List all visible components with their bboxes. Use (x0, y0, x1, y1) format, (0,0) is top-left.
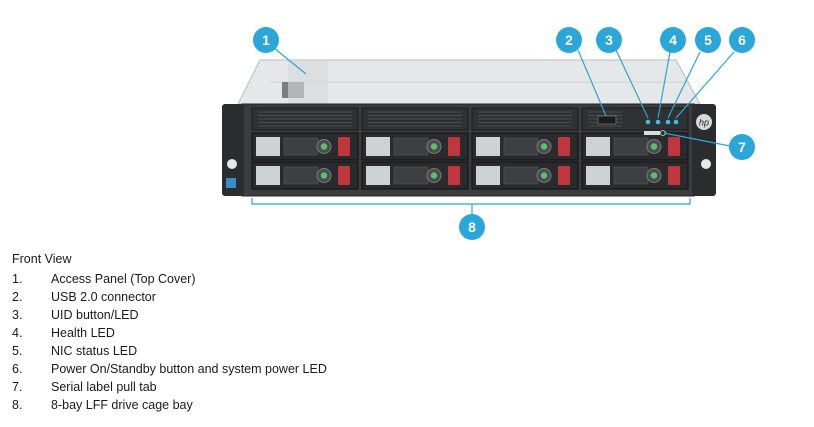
svg-text:4: 4 (669, 32, 677, 48)
drive-status-led (540, 143, 548, 150)
left-rack-ear (222, 104, 244, 196)
leader-line-4 (657, 51, 671, 119)
drive-bay-bracket (251, 198, 691, 205)
drive-latch (668, 137, 680, 156)
svg-text:1: 1 (262, 32, 270, 48)
legend-number: 1. (12, 272, 23, 286)
drive-latch (338, 137, 350, 156)
callout-4: 4 (660, 27, 686, 53)
svg-text:7: 7 (738, 139, 746, 155)
drive-status-led (430, 143, 438, 150)
leader-line-1 (273, 47, 307, 75)
drive-handle (393, 137, 429, 156)
legend-item: 8. 8-bay LFF drive cage bay (12, 396, 327, 414)
hp-logo (696, 114, 712, 130)
legend-text: Health LED (51, 326, 115, 340)
drive-latch (338, 166, 350, 185)
legend-text: 8-bay LFF drive cage bay (51, 398, 193, 412)
hp-logo-text: hp (699, 118, 709, 128)
drive-handle (613, 137, 649, 156)
figure-caption: Front View (12, 252, 72, 266)
legend-item: 6. Power On/Standby button and system pow… (12, 360, 327, 378)
leader-line-2 (577, 49, 607, 117)
legend-text: USB 2.0 connector (51, 290, 156, 304)
drive-label (586, 166, 610, 185)
drive-label (476, 166, 500, 185)
legend-number: 5. (12, 344, 23, 358)
uid-led (645, 119, 651, 125)
legend-text: UID button/LED (51, 308, 139, 322)
serial-label-tab (644, 131, 660, 135)
svg-text:3: 3 (605, 32, 613, 48)
callout-1: 1 (253, 27, 279, 53)
legend-number: 7. (12, 380, 23, 394)
legend-item: 5. NIC status LED (12, 342, 327, 360)
legend-item: 2. USB 2.0 connector (12, 288, 327, 306)
callout-2: 2 (556, 27, 582, 53)
legend-number: 8. (12, 398, 23, 412)
legend-text: NIC status LED (51, 344, 138, 358)
leader-line-5 (667, 51, 701, 119)
drive-label (586, 137, 610, 156)
legend-item: 1. Access Panel (Top Cover) (12, 270, 327, 288)
drive-latch (558, 137, 570, 156)
callout-6: 6 (729, 27, 755, 53)
drive-label (366, 166, 390, 185)
drive-status-led (650, 172, 658, 179)
legend-text: Serial label pull tab (51, 380, 157, 394)
callout-5: 5 (695, 27, 721, 53)
drive-status-led (320, 172, 328, 179)
legend-number: 3. (12, 308, 23, 322)
drive-latch (448, 137, 460, 156)
legend-number: 4. (12, 326, 23, 340)
legend-item: 3. UID button/LED (12, 306, 327, 324)
blank-bay-4 (581, 107, 689, 131)
power-button (673, 119, 679, 125)
legend-item: 4. Health LED (12, 324, 327, 342)
drive-handle (283, 166, 319, 185)
health-led (655, 119, 661, 125)
usb-port (597, 115, 617, 125)
drive-label (256, 166, 280, 185)
legend-item: 7. Serial label pull tab (12, 378, 327, 396)
leader-line-3 (615, 49, 649, 119)
server-front-view-diagram: hp 1 2 3 4 5 6 7 8 (222, 27, 755, 240)
svg-text:8: 8 (468, 219, 476, 235)
legend-text: Access Panel (Top Cover) (51, 272, 196, 286)
drive-status-led (650, 143, 658, 150)
drive-status-led (430, 172, 438, 179)
drive-handle (393, 166, 429, 185)
leader-line-6 (675, 51, 735, 119)
callout-8: 8 (459, 214, 485, 240)
nic-status-led (665, 119, 671, 125)
svg-text:2: 2 (565, 32, 573, 48)
drive-status-led (540, 172, 548, 179)
svg-text:5: 5 (704, 32, 712, 48)
legend-list: 1. Access Panel (Top Cover) 2. USB 2.0 con… (12, 270, 327, 414)
drive-status-led (320, 143, 328, 150)
svg-text:6: 6 (738, 32, 746, 48)
drive-handle (503, 166, 539, 185)
drive-latch (668, 166, 680, 185)
legend-number: 6. (12, 362, 23, 376)
legend-text: Power On/Standby button and system power… (51, 362, 327, 376)
drive-handle (613, 166, 649, 185)
drive-latch (448, 166, 460, 185)
callout-3: 3 (596, 27, 622, 53)
legend-number: 2. (12, 290, 23, 304)
callout-7: 7 (729, 134, 755, 160)
drive-handle (283, 137, 319, 156)
drive-label (366, 137, 390, 156)
drive-label (256, 137, 280, 156)
drive-label (476, 137, 500, 156)
drive-handle (503, 137, 539, 156)
drive-latch (558, 166, 570, 185)
drive-cage (251, 107, 689, 190)
leader-line-7 (663, 132, 731, 147)
